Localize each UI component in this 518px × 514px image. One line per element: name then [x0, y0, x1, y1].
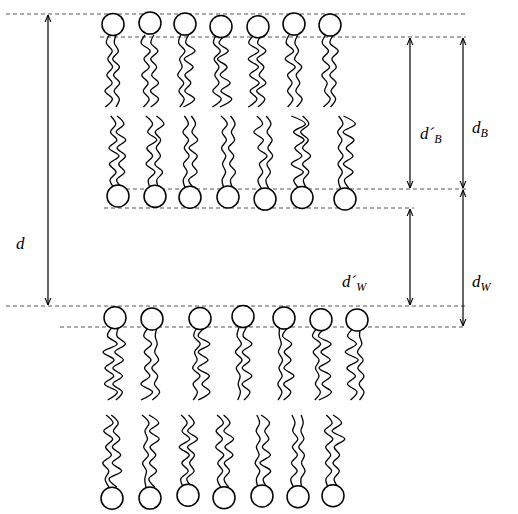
lipid-tail [150, 35, 158, 107]
lipid-head [102, 13, 124, 35]
lipid-tail [235, 328, 242, 400]
guide-line [6, 14, 466, 15]
lipid-head [322, 485, 344, 507]
lipid-head [273, 307, 295, 329]
lipid-tail [291, 116, 305, 188]
lipid-tail [318, 328, 331, 400]
lipid-head [283, 13, 305, 35]
lipid-tail [183, 35, 195, 107]
dimension-arrow [462, 190, 463, 326]
dimension-label: d´B [418, 124, 444, 143]
dimension-label: d´W [340, 272, 368, 291]
lipid-tail [142, 415, 149, 487]
lipid-head [247, 16, 269, 38]
lipid-tail [312, 328, 320, 400]
lipid-tail [187, 415, 198, 487]
guide-line [112, 189, 466, 190]
lipid-head [251, 485, 273, 507]
dimension-arrow [409, 38, 410, 188]
lipid-tail [218, 35, 232, 107]
lipid-tail [105, 35, 113, 107]
dimension-label: dW [470, 272, 493, 291]
lipid-tail [149, 415, 159, 487]
lipid-tail [155, 116, 164, 188]
lipid-tail [113, 328, 126, 400]
lipid-tail [325, 415, 333, 487]
lipid-tail [278, 328, 283, 400]
lipid-head [189, 307, 211, 329]
lipid-tail [224, 415, 234, 487]
lipid-tail [357, 328, 364, 400]
lipid-tail [255, 415, 260, 487]
lipid-tail [260, 415, 271, 487]
lipid-tail [152, 328, 160, 400]
lipid-tail [212, 35, 221, 107]
lipid-tail [322, 35, 330, 107]
lipid-tail [338, 116, 343, 188]
lipid-head [310, 309, 332, 331]
lipid-head [291, 186, 313, 208]
lipid-head [139, 12, 161, 34]
lipid-tail [283, 328, 294, 400]
lipid-tail [141, 328, 153, 400]
lipid-tail [116, 116, 125, 188]
lipid-head [139, 487, 161, 509]
lipid-tail [248, 35, 259, 107]
lipid-tail [343, 116, 355, 188]
dimension-arrow [47, 15, 48, 305]
lipid-tail [198, 328, 210, 400]
lipid-tail [228, 116, 235, 188]
lipid-tail [178, 35, 185, 107]
lipid-head [177, 484, 199, 506]
lipid-head [210, 16, 232, 38]
lipid-head [141, 308, 163, 330]
lipid-tail [221, 116, 227, 188]
lipid-head [101, 487, 123, 509]
lipid-head [213, 487, 235, 509]
dimension-arrow [462, 38, 463, 188]
lipid-tail [294, 35, 302, 107]
lipid-tail [285, 35, 295, 107]
lipid-head [334, 188, 356, 210]
dimension-arrow [409, 209, 410, 305]
lipid-tail [113, 35, 120, 107]
lipid-head [319, 14, 341, 36]
lipid-tail [216, 415, 224, 487]
lipid-tail [141, 35, 150, 107]
lipid-head [232, 306, 254, 328]
lipid-tail [291, 415, 298, 487]
lipid-head [287, 486, 309, 508]
lipid-tail [109, 415, 122, 487]
lipid-head [254, 188, 276, 210]
lipid-head [144, 185, 166, 207]
lipid-tail [242, 328, 252, 400]
lipid-head [107, 185, 129, 207]
lipid-head [179, 186, 201, 208]
lipid-tail [330, 35, 338, 107]
lipid-head [174, 13, 196, 35]
lipid-tail [266, 116, 273, 188]
lipid-tail [189, 116, 198, 188]
lipid-tail [103, 328, 117, 400]
lipid-tail [299, 415, 305, 487]
lipid-tail [109, 116, 119, 188]
lipid-tail [193, 328, 201, 400]
dimension-label: d [14, 234, 27, 253]
lipid-tail [301, 116, 311, 188]
lipid-head [217, 186, 239, 208]
guide-line [100, 37, 466, 38]
lipid-head [346, 309, 368, 331]
lipid-tail [332, 415, 345, 487]
lipid-tail [146, 116, 157, 188]
lipid-tail [183, 116, 189, 188]
lipid-head [104, 307, 126, 329]
lipid-tail [345, 328, 358, 400]
guide-line [6, 306, 466, 307]
dimension-label: dB [470, 118, 490, 137]
lipid-tail [254, 116, 267, 188]
lipid-tail [257, 35, 266, 107]
